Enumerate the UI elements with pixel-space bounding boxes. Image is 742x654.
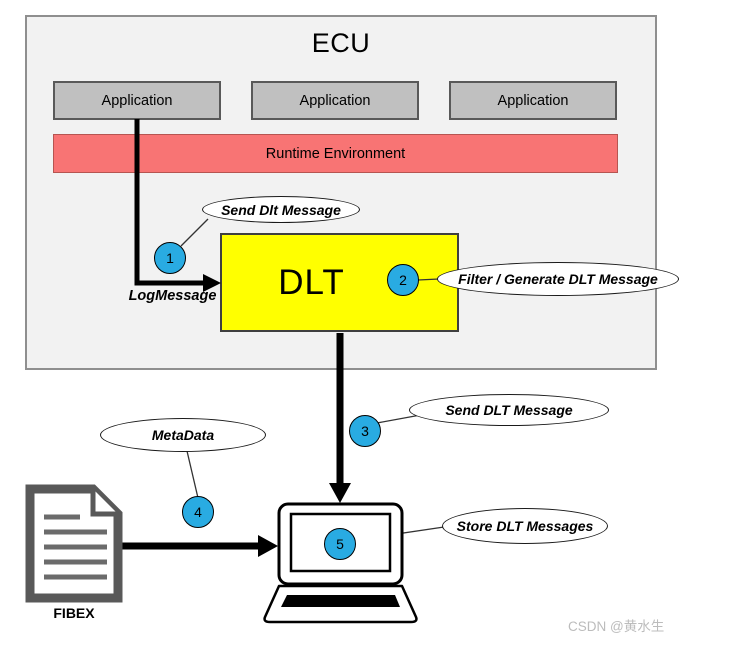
runtime-environment-label: Runtime Environment bbox=[265, 145, 406, 162]
application-box-1: Application bbox=[53, 81, 221, 120]
step-number-4: 4 bbox=[194, 504, 202, 520]
callout-store-dlt-messages: Store DLT Messages bbox=[442, 508, 608, 544]
callout-send-dlt-message-1: Send Dlt Message bbox=[202, 196, 360, 223]
application-box-3: Application bbox=[449, 81, 617, 120]
connector-step5 bbox=[355, 526, 445, 541]
callout-text-1: Send Dlt Message bbox=[221, 201, 341, 218]
step-circle-3: 3 bbox=[349, 415, 381, 447]
callout-text-3: Send DLT Message bbox=[445, 402, 573, 418]
callout-text-4: MetaData bbox=[151, 427, 215, 443]
callout-text-2: Filter / Generate DLT Message bbox=[458, 271, 658, 287]
runtime-environment-bar: Runtime Environment bbox=[53, 134, 618, 173]
connector-step4 bbox=[186, 450, 199, 499]
application-label-2: Application bbox=[299, 92, 371, 109]
application-box-2: Application bbox=[251, 81, 419, 120]
dlt-label: DLT bbox=[278, 262, 345, 302]
step-circle-4: 4 bbox=[182, 496, 214, 528]
application-label-1: Application bbox=[101, 92, 173, 109]
fibex-arrow bbox=[117, 535, 278, 557]
step-number-1: 1 bbox=[166, 250, 174, 266]
step-number-5: 5 bbox=[336, 536, 344, 552]
step-circle-5: 5 bbox=[324, 528, 356, 560]
step-circle-1: 1 bbox=[154, 242, 186, 274]
ecu-title: ECU bbox=[311, 28, 371, 58]
application-label-3: Application bbox=[497, 92, 569, 109]
laptop-icon bbox=[263, 502, 418, 624]
logmessage-label: LogMessage bbox=[128, 288, 217, 304]
step-number-2: 2 bbox=[399, 272, 407, 288]
watermark-text: CSDN @黄水生 bbox=[568, 619, 665, 634]
step-number-3: 3 bbox=[361, 423, 369, 439]
callout-filter-generate: Filter / Generate DLT Message bbox=[437, 262, 679, 296]
callout-metadata: MetaData bbox=[100, 418, 266, 452]
dlt-box: DLT bbox=[220, 233, 459, 332]
callout-text-5: Store DLT Messages bbox=[456, 518, 594, 534]
fibex-label: FIBEX bbox=[53, 605, 95, 621]
step-circle-2: 2 bbox=[387, 264, 419, 296]
fibex-document-icon bbox=[25, 484, 123, 603]
callout-send-dlt-message-3: Send DLT Message bbox=[409, 394, 609, 426]
